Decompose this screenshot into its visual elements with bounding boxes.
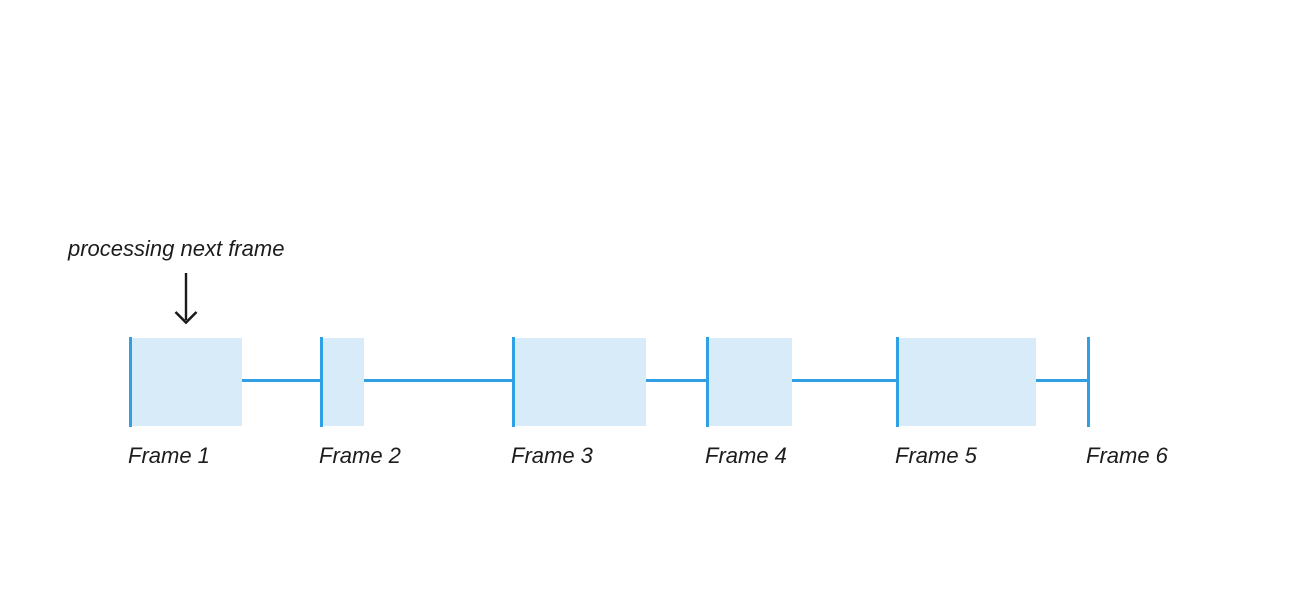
- frame-label: Frame 2: [319, 443, 401, 468]
- frame-tick: [320, 337, 323, 427]
- processing-block: [897, 338, 1036, 426]
- processing-block: [321, 338, 364, 426]
- frame-tick: [512, 337, 515, 427]
- frame-label: Frame 3: [511, 443, 593, 468]
- frame-label: Frame 4: [705, 443, 787, 468]
- annotation-label: processing next frame: [68, 236, 285, 261]
- frame-tick: [129, 337, 132, 427]
- frame-tick: [1087, 337, 1090, 427]
- frame-tick: [706, 337, 709, 427]
- frame-tick: [896, 337, 899, 427]
- frame-label: Frame 1: [128, 443, 210, 468]
- frame-label: Frame 5: [895, 443, 977, 468]
- processing-block: [130, 338, 242, 426]
- processing-block: [513, 338, 646, 426]
- processing-block: [707, 338, 792, 426]
- down-arrow-icon: [174, 273, 198, 325]
- frame-label: Frame 6: [1086, 443, 1168, 468]
